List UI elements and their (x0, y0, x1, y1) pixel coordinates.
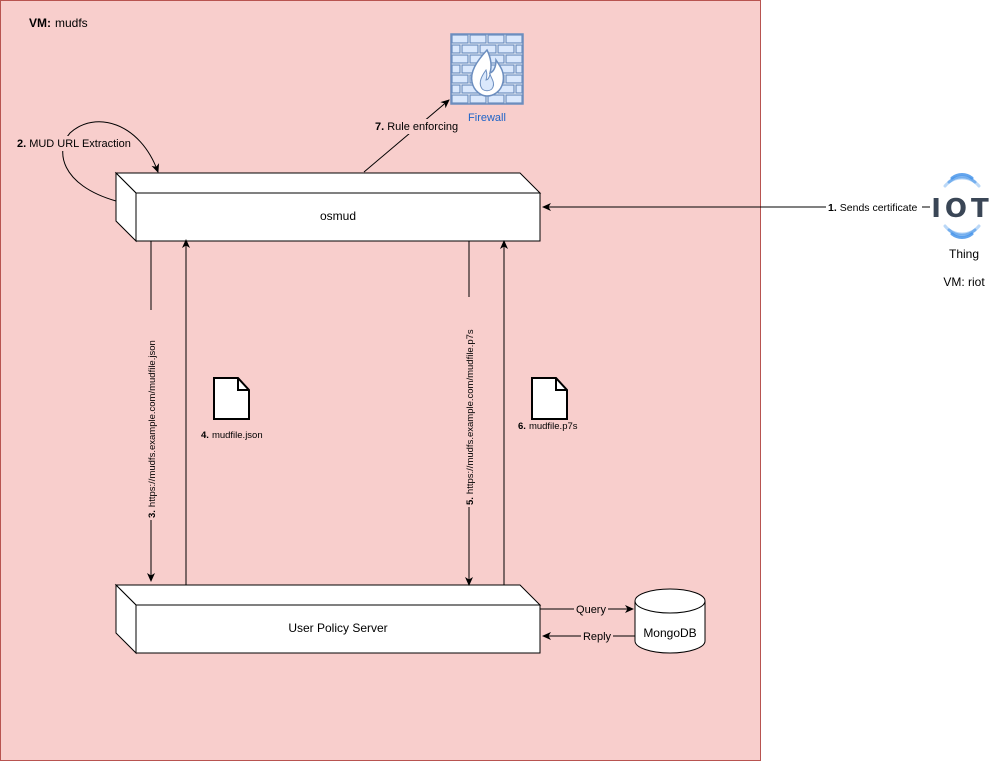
query-label: Query (576, 604, 606, 616)
document-icon (531, 377, 568, 420)
mongodb-label: MongoDB (643, 626, 696, 640)
iot-logo-text: IOT (931, 194, 993, 224)
firewall-icon (450, 33, 524, 105)
vm-riot-label: VM: riot (943, 275, 985, 289)
vm-mudfs-label: VM:mudfs (29, 16, 88, 30)
edge-mud-url-extraction (62, 121, 160, 202)
step6-label: 6.mudfile.p7s (518, 421, 578, 432)
iot-icon: IOT (931, 173, 993, 239)
osmud-label: osmud (320, 209, 356, 223)
user-policy-server-box[interactable]: User Policy Server (114, 583, 542, 655)
step4-label: 4.mudfile.json (201, 430, 263, 441)
firewall-label: Firewall (468, 112, 506, 124)
document-icon (213, 377, 250, 420)
step1-label: 1.Sends certificate (828, 202, 918, 214)
user-policy-server-label: User Policy Server (288, 621, 387, 635)
thing-label: Thing (949, 247, 979, 261)
step5-label: 5.https://mudfs.example.com/mudfile.p7s (465, 329, 476, 505)
step2-label: 2.MUD URL Extraction (17, 138, 131, 150)
step3-label: 3.https://mudfs.example.com/mudfile.json (147, 340, 158, 518)
step7-label: 7.Rule enforcing (375, 121, 458, 133)
reply-label: Reply (583, 631, 612, 643)
mongodb-cylinder[interactable]: MongoDB (634, 588, 706, 654)
osmud-box[interactable]: osmud (114, 171, 542, 243)
edge-rule-enforcing (363, 99, 450, 173)
